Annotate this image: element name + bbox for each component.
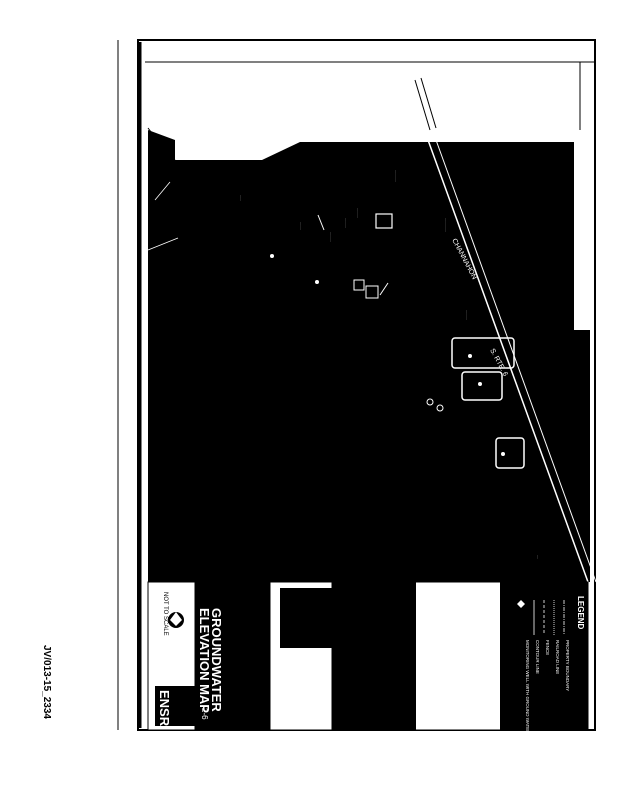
map-title-line2: ELEVATION MAP bbox=[197, 608, 212, 713]
legend-title: LEGEND bbox=[576, 596, 585, 630]
site-line2: 1800 CHANNAHON ROAD bbox=[231, 592, 237, 653]
svg-text:....: .... bbox=[536, 555, 540, 559]
scale-note: NOT TO SCALE bbox=[162, 592, 168, 636]
monitoring-well-icon bbox=[517, 600, 525, 608]
svg-text:..............: .............. bbox=[444, 218, 448, 232]
facility-box-2 bbox=[461, 371, 503, 401]
legend-item-monitoring-well: MONITORING WELL WITH GROUND WATER ELEVAT… bbox=[525, 640, 530, 778]
road-line bbox=[427, 139, 589, 583]
legend-item-contour: CONTOUR LINE bbox=[535, 640, 540, 674]
legend-panel bbox=[500, 590, 582, 726]
map-area bbox=[148, 130, 590, 582]
svg-text:......: ...... bbox=[239, 195, 243, 201]
facility-box-3 bbox=[495, 437, 525, 469]
document-stamp: JV/013-15_2334 bbox=[41, 645, 52, 719]
svg-text:..........: .......... bbox=[465, 310, 469, 320]
logo-text: ENSR bbox=[157, 690, 172, 727]
facility-box-1 bbox=[451, 337, 515, 369]
legend-item-property-boundary: PROPERTY BOUNDARY bbox=[565, 640, 570, 691]
svg-text:........: ........ bbox=[299, 222, 303, 230]
site-line3: JOLIET, IL bbox=[224, 592, 230, 616]
svg-text:..........: .......... bbox=[344, 218, 348, 228]
legend-item-railroad: RAILROAD LINE bbox=[555, 640, 560, 674]
date-text: February 1998 bbox=[254, 585, 260, 618]
file-number: File No. 1801-233-410 bbox=[254, 660, 260, 710]
figure-number: 2-6 bbox=[200, 708, 209, 720]
client-name: COMMONWEALTH EDISON COMPANY bbox=[246, 585, 253, 713]
map-title-line1: GROUNDWATER bbox=[209, 608, 224, 712]
svg-text:..........: .......... bbox=[329, 232, 333, 242]
legend-item-fence: FENCE bbox=[545, 640, 550, 655]
svg-text:............: ............ bbox=[394, 170, 398, 182]
site-line1: JOLIET GENERATING STATION #29 bbox=[238, 592, 244, 675]
svg-text:..........: .......... bbox=[356, 208, 360, 218]
